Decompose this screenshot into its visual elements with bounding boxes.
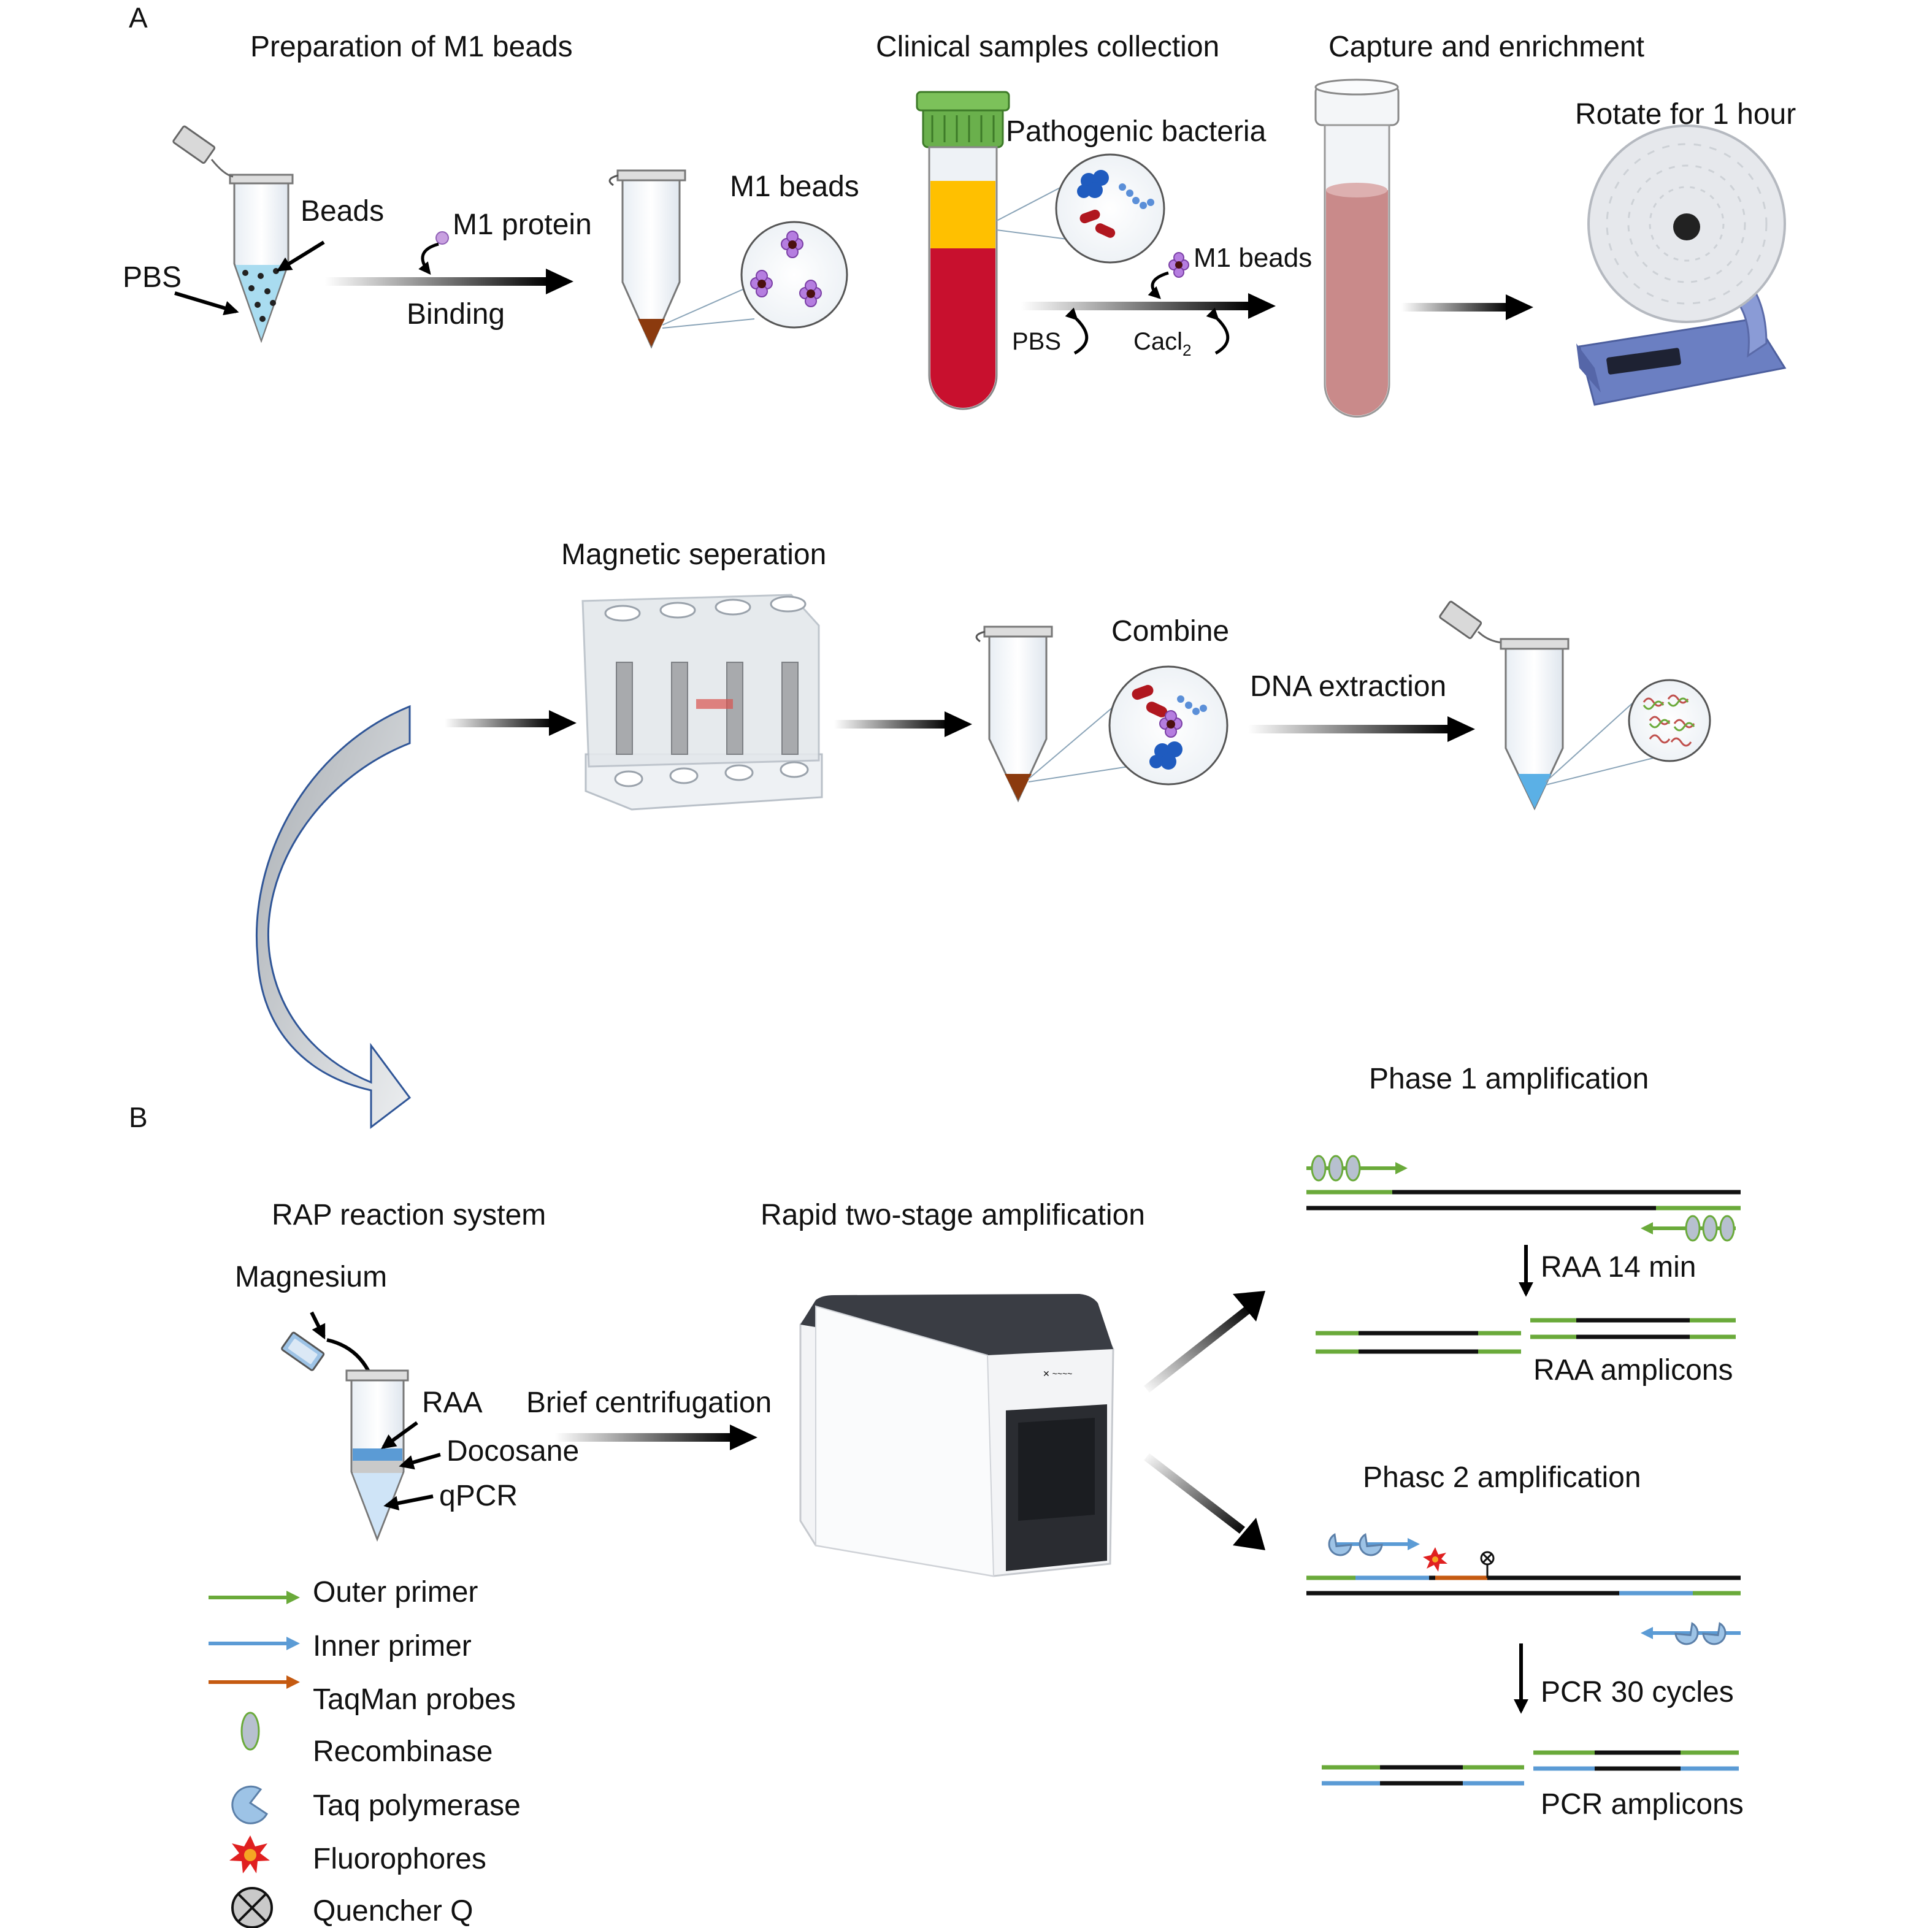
brief-label: Brief centrifugation xyxy=(526,1387,772,1419)
phase1-forward-primer xyxy=(1306,1155,1408,1182)
bacteria-zoom xyxy=(1055,153,1165,264)
to-phase1-arrow xyxy=(1144,1291,1265,1393)
svg-text:✕ ~~~~: ✕ ~~~~ xyxy=(1043,1369,1072,1379)
legend-item-quencher: Quencher Q xyxy=(231,1887,473,1928)
qpcr-label: qPCR xyxy=(439,1480,518,1512)
to-phase2-arrow xyxy=(1144,1453,1265,1550)
capture-tube xyxy=(1314,78,1400,418)
blood-sample-tube xyxy=(916,91,1010,410)
combined-tube xyxy=(975,625,1053,803)
pcr-amplicons-label: PCR amplicons xyxy=(1541,1788,1744,1821)
pcr-step-label: PCR 30 cycles xyxy=(1541,1676,1734,1708)
clinical-title: Clinical samples collection xyxy=(876,31,1219,63)
to-magnetic-arrow xyxy=(445,710,577,736)
legend-item-inner-primer: Inner primer xyxy=(209,1630,472,1662)
prep-title: Preparation of M1 beads xyxy=(250,31,573,63)
m1-protein-curl xyxy=(418,242,439,275)
phase2-forward-primer xyxy=(1328,1533,1420,1556)
legend-label: Recombinase xyxy=(313,1735,493,1768)
rapid-title: Rapid two-stage amplification xyxy=(761,1199,1145,1231)
m1-protein-icon xyxy=(435,231,449,245)
m1-beads-label: M1 beads xyxy=(730,170,859,203)
m1-bead-small-icon xyxy=(1168,252,1189,278)
pbs-small-label: PBS xyxy=(1012,328,1061,355)
rotator-device xyxy=(1576,124,1787,406)
legend-item-taqman-probes: TaqMan probes xyxy=(209,1675,516,1716)
phase1-template xyxy=(1306,1190,1741,1211)
legend-item-fluorophores: Fluorophores xyxy=(229,1835,486,1875)
m1-beads-curl xyxy=(1148,271,1169,299)
rap-title: RAP reaction system xyxy=(272,1199,546,1231)
raa-amplicons-label: RAA amplicons xyxy=(1533,1354,1733,1387)
combine-label: Combine xyxy=(1111,615,1229,648)
phase2-reverse-primer xyxy=(1641,1622,1741,1645)
panel-label-b: B xyxy=(129,1101,148,1133)
pbs-tube xyxy=(172,125,294,343)
legend-label: Outer primer xyxy=(313,1576,478,1609)
binding-arrow xyxy=(325,269,573,294)
quencher-icon xyxy=(231,1887,273,1928)
panel-label-a: A xyxy=(129,2,148,34)
phase1-title: Phase 1 amplification xyxy=(1369,1063,1649,1095)
raa-amplicons xyxy=(1316,1318,1736,1354)
legend-label: Inner primer xyxy=(313,1630,472,1662)
combined-zoom xyxy=(1108,665,1229,786)
magnesium-label: Magnesium xyxy=(235,1261,387,1293)
magnetic-title: Magnetic seperation xyxy=(561,538,826,571)
pathogenic-label: Pathogenic bacteria xyxy=(1006,115,1267,148)
raa-step-label: RAA 14 min xyxy=(1541,1251,1696,1283)
to-combine-arrow xyxy=(834,711,972,737)
raa-label: RAA xyxy=(422,1387,483,1419)
beads-label: Beads xyxy=(301,195,384,228)
legend: Outer primer Inner primer TaqMan probes … xyxy=(209,1576,521,1928)
m1-beads-tube xyxy=(608,169,686,349)
pacman-icon xyxy=(231,1785,268,1824)
phase2-quencher-icon xyxy=(1480,1551,1495,1578)
legend-item-taq-polymerase: Taq polymerase xyxy=(231,1785,521,1824)
phase2-title: Phasc 2 amplification xyxy=(1363,1461,1641,1494)
dna-label: DNA extraction xyxy=(1250,670,1446,703)
pcr-amplicons xyxy=(1322,1750,1739,1786)
cacl-label: Cacl2 xyxy=(1133,328,1192,359)
legend-item-recombinase: Recombinase xyxy=(240,1712,493,1768)
capture-title: Capture and enrichment xyxy=(1328,31,1644,63)
dna-extraction-arrow xyxy=(1248,716,1475,742)
rotate-arrow xyxy=(1401,294,1533,320)
centrifugation-arrow xyxy=(555,1425,757,1450)
phase2-fluorophore-icon xyxy=(1423,1547,1447,1572)
transition-curve-arrow xyxy=(256,705,412,1130)
m1-beads-zoom xyxy=(740,221,848,329)
cacl-curl xyxy=(1206,307,1230,355)
pbs-label: PBS xyxy=(123,261,182,294)
magnetic-rack xyxy=(581,594,823,811)
rap-tube xyxy=(281,1331,409,1542)
legend-label: Taq polymerase xyxy=(313,1789,521,1822)
legend-item-outer-primer: Outer primer xyxy=(209,1576,478,1609)
m1-protein-label: M1 protein xyxy=(453,208,592,241)
binding-label: Binding xyxy=(407,298,505,331)
pbs-pointer xyxy=(174,291,239,315)
pbs-curl xyxy=(1065,307,1089,355)
phase2-template xyxy=(1306,1575,1741,1596)
legend-label: TaqMan probes xyxy=(313,1683,516,1716)
capture-arrow xyxy=(1021,293,1276,319)
oval-icon xyxy=(240,1712,260,1751)
legend-label: Fluorophores xyxy=(313,1843,486,1875)
dna-tube xyxy=(1439,600,1570,811)
phase1-reverse-primer xyxy=(1641,1215,1736,1242)
m1-beads-small-label: M1 beads xyxy=(1194,243,1312,273)
dna-zoom xyxy=(1628,679,1711,762)
amplification-instrument: ✕ ~~~~ xyxy=(799,1294,1114,1577)
beads-pointer xyxy=(276,240,325,272)
legend-label: Quencher Q xyxy=(313,1895,473,1927)
